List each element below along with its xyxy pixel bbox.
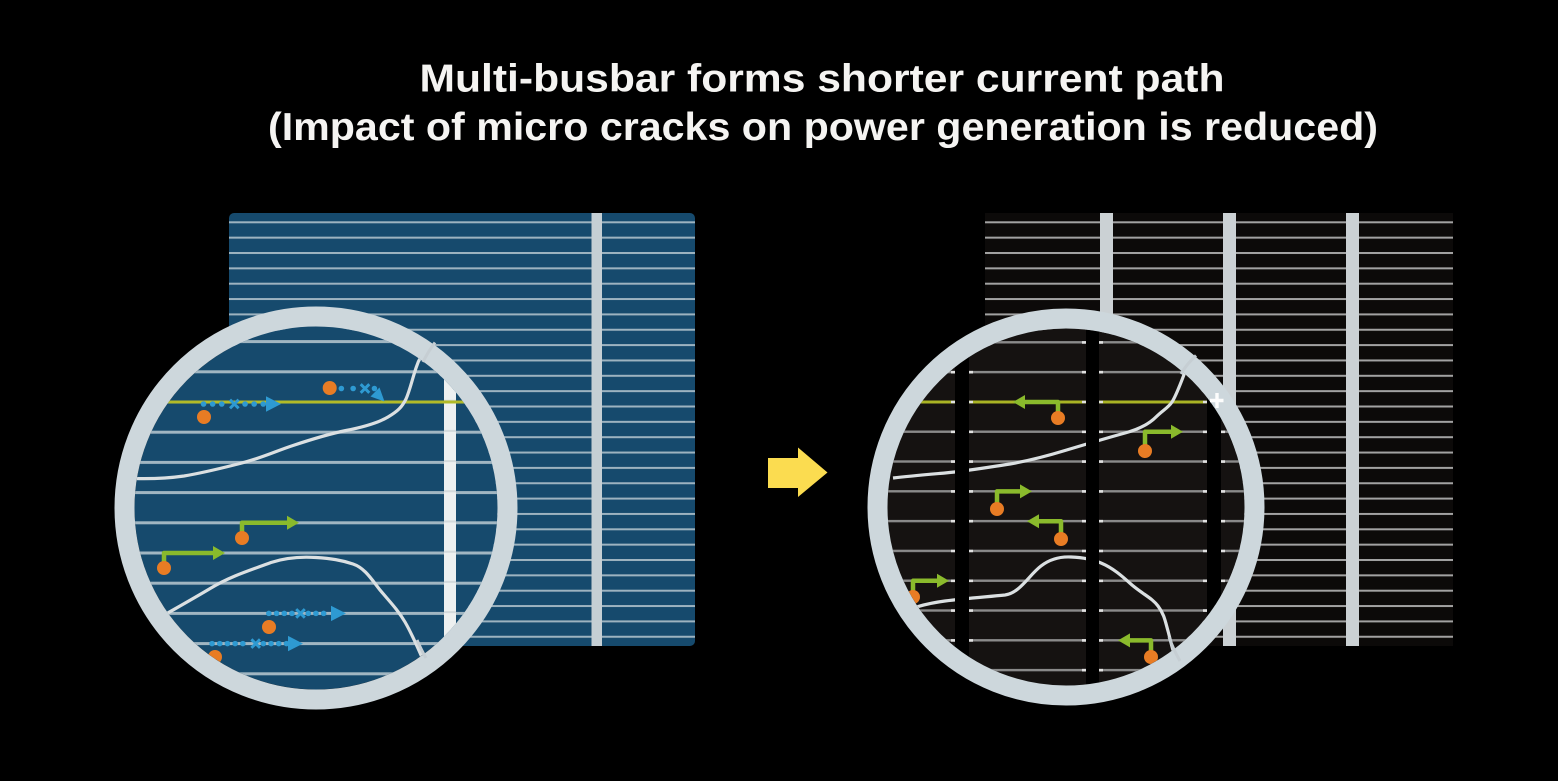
svg-text:Multi-busbar forms shorter cur: Multi-busbar forms shorter current path (420, 58, 1225, 101)
svg-text:(Impact of micro cracks on pow: (Impact of micro cracks on power generat… (268, 106, 1378, 149)
